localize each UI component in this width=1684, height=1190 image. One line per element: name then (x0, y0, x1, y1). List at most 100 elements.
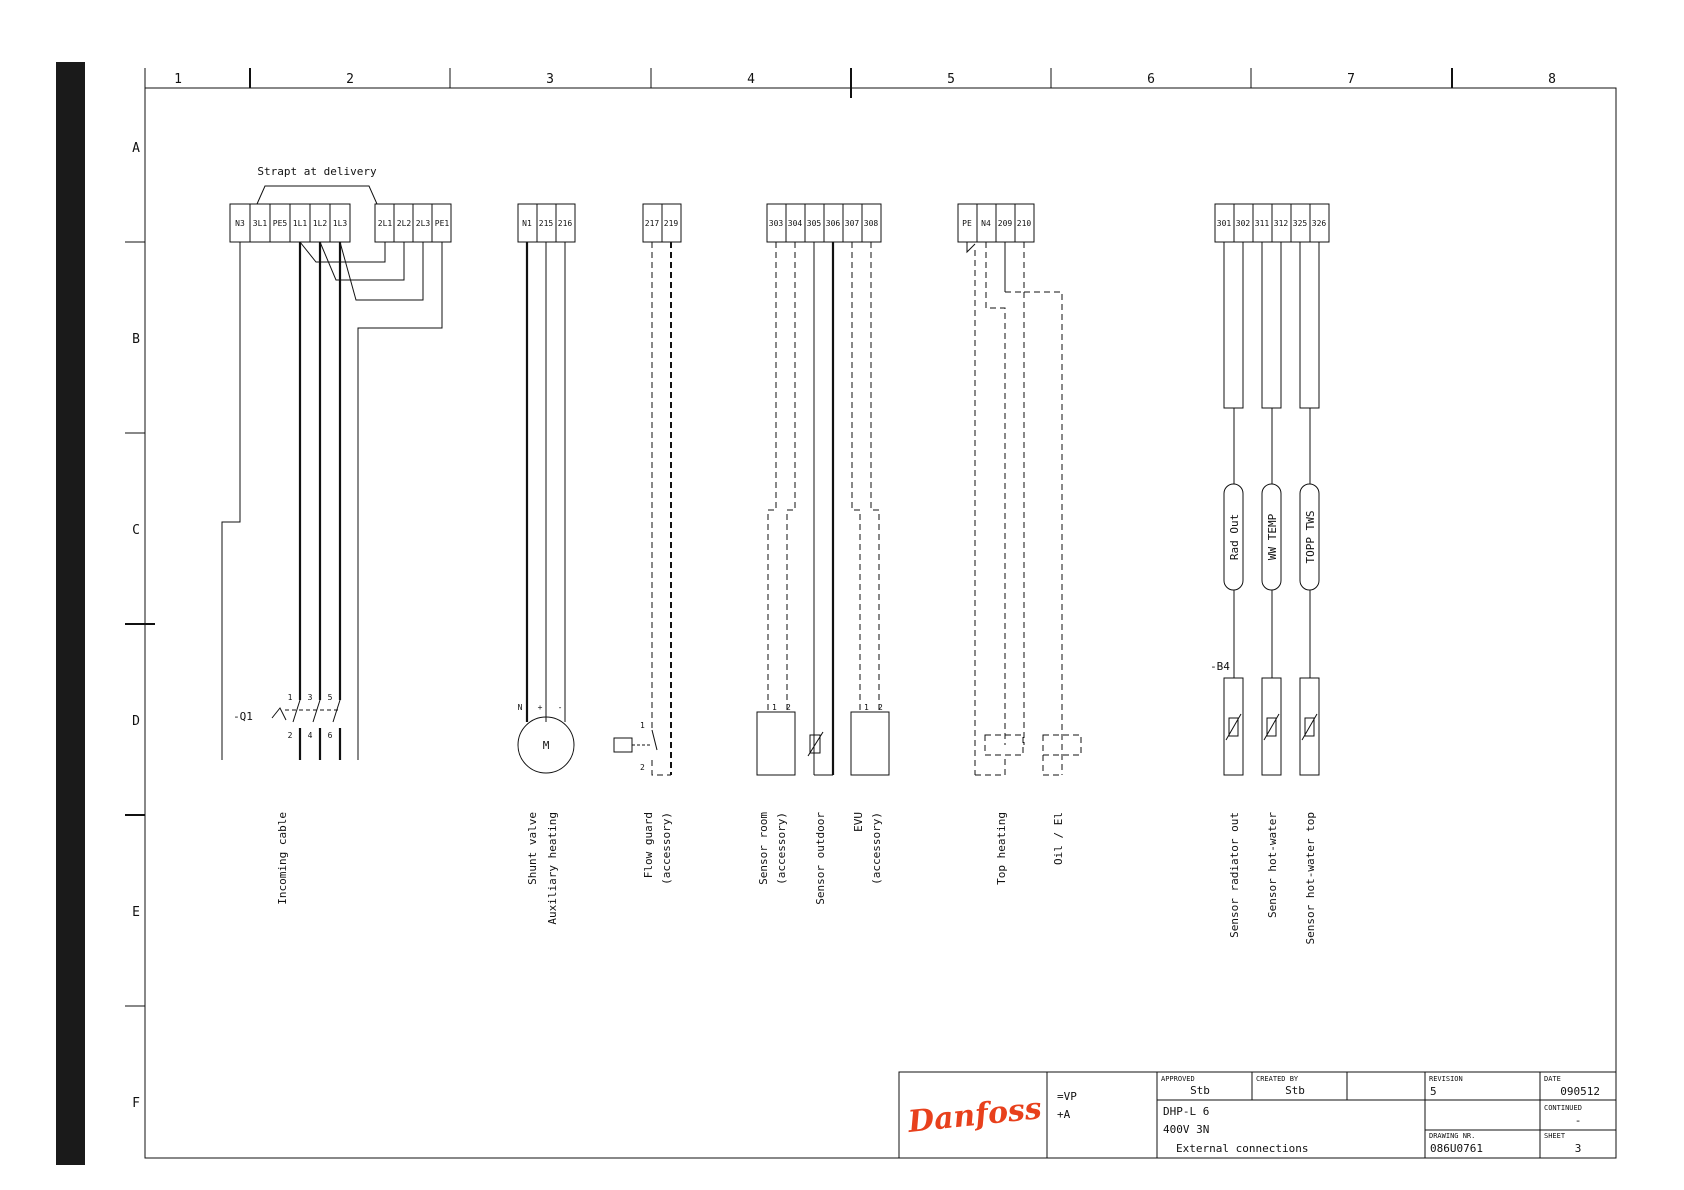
label-flow-guard: Flow guard (642, 812, 655, 878)
terminal-label: 219 (664, 219, 679, 228)
date-value: 090512 (1560, 1085, 1600, 1098)
label-incoming-cable: Incoming cable (276, 812, 289, 905)
terminal-label: 1L3 (333, 219, 348, 228)
designation: =VP (1057, 1090, 1077, 1103)
terminal-label: 304 (788, 219, 803, 228)
drawing-value: 086U0761 (1430, 1142, 1483, 1155)
terminal-label: N4 (981, 219, 991, 228)
col-label: 2 (346, 72, 354, 87)
location: +A (1057, 1108, 1071, 1121)
motor-pin: N (518, 703, 523, 712)
label-sensor-hot-water-top: Sensor hot-water top (1304, 812, 1317, 944)
row-label: D (132, 714, 140, 729)
terminal-label: 210 (1017, 219, 1032, 228)
motor-pin: + (538, 703, 543, 712)
conn-pin: 1 (864, 703, 869, 712)
terminal-label: 1L1 (293, 219, 308, 228)
terminal-label: 325 (1293, 219, 1308, 228)
conn-pin: 1 (772, 703, 777, 712)
terminal-label: N3 (235, 219, 245, 228)
terminal-label: PE1 (435, 219, 450, 228)
row-label: F (132, 1096, 140, 1111)
sheet-label: SHEET (1544, 1132, 1566, 1140)
conn-pin: 2 (786, 703, 791, 712)
b4-ref: -B4 (1210, 660, 1230, 673)
terminal-label: 2L2 (397, 219, 412, 228)
row-label: C (132, 523, 140, 538)
col-label: 7 (1347, 72, 1355, 87)
label-auxiliary-heating: Auxiliary heating (546, 812, 559, 925)
terminal-label: 3L1 (253, 219, 268, 228)
label-sensor-room: Sensor room (757, 812, 770, 885)
danfoss-logo: Danfoss (905, 1091, 1043, 1140)
label-shunt-valve: Shunt valve (526, 812, 539, 885)
col-label: 5 (947, 72, 955, 87)
evu-box (850, 711, 890, 776)
col-label: 8 (1548, 72, 1556, 87)
label-sensor-hot-water: Sensor hot-water (1266, 812, 1279, 918)
terminal-label: 215 (539, 219, 554, 228)
row-label: B (132, 332, 140, 347)
terminal-label: 209 (998, 219, 1013, 228)
col-label: 3 (546, 72, 554, 87)
col-label: 1 (174, 72, 182, 87)
created-value: Stb (1285, 1084, 1305, 1097)
row-label: E (132, 905, 140, 920)
product: DHP-L 6 (1163, 1105, 1209, 1118)
date-label: DATE (1544, 1075, 1561, 1083)
probe-label-rad-out: Rad Out (1228, 514, 1241, 560)
motor-label: M (543, 739, 550, 752)
terminal-label: 311 (1255, 219, 1270, 228)
label-top-heating: Top heating (995, 812, 1008, 885)
breaker-pin: 3 (308, 693, 313, 702)
drawing-label: DRAWING NR. (1429, 1132, 1475, 1140)
terminal-label: 307 (845, 219, 860, 228)
probe-label-topp-tws: TOPP TWS (1304, 511, 1317, 564)
col-label: 4 (747, 72, 755, 87)
breaker-pin: 2 (288, 731, 293, 740)
continued-value: - (1575, 1114, 1582, 1127)
terminal-label: 312 (1274, 219, 1289, 228)
label-sensor-radiator-out: Sensor radiator out (1228, 812, 1241, 938)
conn-pin: 2 (878, 703, 883, 712)
breaker-pin: 6 (328, 731, 333, 740)
title-block (898, 1071, 1617, 1159)
breaker-pin: 4 (308, 731, 313, 740)
continued-label: CONTINUED (1544, 1104, 1582, 1112)
terminal-label: 301 (1217, 219, 1232, 228)
terminal-label: 326 (1312, 219, 1327, 228)
voltage: 400V 3N (1163, 1123, 1209, 1136)
breaker-pin: 5 (328, 693, 333, 702)
label-evu: EVU (852, 812, 865, 832)
flow-pin: 2 (640, 763, 645, 772)
terminal-label: 2L3 (416, 219, 431, 228)
terminal-label: PE (962, 219, 972, 228)
sheet-value: 3 (1575, 1142, 1582, 1155)
terminal-label: 303 (769, 219, 784, 228)
revision-label: REVISION (1429, 1075, 1463, 1083)
terminal-label: 306 (826, 219, 841, 228)
terminal-label: 308 (864, 219, 879, 228)
terminal-label: N1 (522, 219, 532, 228)
label-sensor-room-accessory: (accessory) (775, 812, 788, 885)
terminal-label: 217 (645, 219, 660, 228)
terminal-label: 216 (558, 219, 573, 228)
flow-pin: 1 (640, 721, 645, 730)
strap-label: Strapt at delivery (257, 165, 377, 178)
label-oil-el: Oil / El (1052, 812, 1065, 865)
motor-symbol (517, 716, 575, 774)
motor-pin: - (558, 703, 563, 712)
label-flow-guard-accessory: (accessory) (660, 812, 673, 885)
binding-strip (56, 62, 85, 1165)
probe-label-ww-temp: WW TEMP (1266, 513, 1279, 560)
description: External connections (1176, 1142, 1308, 1155)
terminal-label: 305 (807, 219, 822, 228)
label-sensor-outdoor: Sensor outdoor (814, 812, 827, 905)
terminal-label: 302 (1236, 219, 1251, 228)
terminal-label: PE5 (273, 219, 288, 228)
row-label: A (132, 141, 140, 156)
breaker-ref: -Q1 (233, 710, 253, 723)
revision-value: 5 (1430, 1085, 1437, 1098)
col-label: 6 (1147, 72, 1155, 87)
